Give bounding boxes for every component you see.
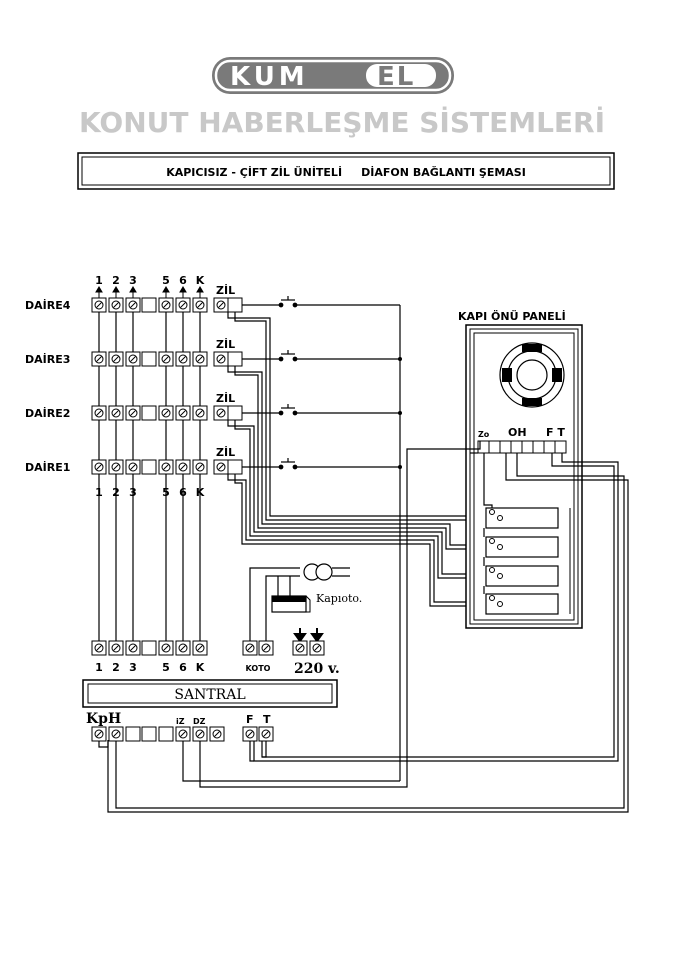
panel-output-wires: [107, 441, 629, 813]
terminal-strip: [91, 297, 208, 313]
apartment-label: DAİRE4: [25, 298, 71, 312]
bell-label: ZİL: [216, 337, 235, 351]
svg-text:3: 3: [129, 486, 137, 499]
svg-text:5: 5: [162, 486, 170, 499]
santral-iz-label: iZ: [176, 717, 185, 726]
svg-text:K: K: [196, 661, 205, 674]
svg-text:5: 5: [162, 661, 170, 674]
bell-wires: [242, 304, 401, 781]
speaker-icon: [499, 342, 565, 408]
santral-output-wires: [98, 740, 408, 788]
diagram-title: KAPICISIZ - ÇİFT ZİL ÜNİTELİ DİAFON BAĞL…: [166, 165, 526, 179]
santral-dz-label: DZ: [193, 717, 206, 726]
push-button-symbols: [278, 296, 298, 470]
power-label: 220 v.: [294, 661, 340, 677]
logo-text-right: EL: [377, 62, 415, 92]
panel-oh-label: OH: [508, 426, 527, 439]
apartment-row-4: DAİRE4 ZİL: [25, 283, 243, 313]
santral-kph-label: KpH: [86, 711, 121, 727]
bell-label: ZİL: [216, 283, 235, 297]
svg-text:3: 3: [129, 274, 137, 287]
svg-text:K: K: [196, 486, 205, 499]
bell-label: ZİL: [216, 445, 235, 459]
svg-text:1: 1: [95, 274, 103, 287]
panel-terminal-strip: [477, 440, 567, 454]
power-arrows: [293, 628, 324, 643]
apartment-row-2: DAİRE2 ZİL: [25, 391, 243, 421]
title-box: [77, 152, 615, 190]
junction-dots: [398, 357, 402, 469]
apartment-label: DAİRE2: [25, 406, 70, 420]
svg-text:6: 6: [179, 274, 187, 287]
bottom-terminal-strip: 1 2 3 5 6 K KOTO 220 v.: [91, 640, 340, 677]
panel-title: KAPI ÖNÜ PANELİ: [458, 309, 566, 323]
svg-text:2: 2: [112, 274, 120, 287]
logo-text-left: KUM: [230, 62, 309, 92]
mid-terminal-labels: 1 2 3 5 6 K: [95, 486, 205, 499]
svg-text:2: 2: [112, 661, 120, 674]
santral-t-label: T: [263, 713, 271, 726]
panel-zo-label: Zo: [478, 430, 490, 439]
door-lock-label: Kapıoto.: [316, 592, 362, 605]
kumel-logo: KUM EL: [212, 57, 454, 94]
svg-text:6: 6: [179, 661, 187, 674]
svg-text:K: K: [196, 274, 205, 287]
terminal-strip: [91, 351, 208, 367]
bell-label: ZİL: [216, 391, 235, 405]
svg-text:3: 3: [129, 661, 137, 674]
santral-f-label: F: [246, 713, 254, 726]
door-lock-assembly: Kapıoto.: [249, 563, 362, 641]
santral-unit: SANTRAL KpH iZ DZ F T: [82, 679, 338, 742]
svg-text:2: 2: [112, 486, 120, 499]
santral-label: SANTRAL: [174, 687, 245, 703]
headline: KONUT HABERLEŞME SİSTEMLERİ: [79, 105, 605, 139]
apartment-label: DAİRE1: [25, 460, 70, 474]
terminal-strip: [91, 405, 208, 421]
svg-text:6: 6: [179, 486, 187, 499]
panel-ft-label: F T: [546, 426, 565, 439]
apartment-label: DAİRE3: [25, 352, 70, 366]
power-terminals: [292, 640, 325, 656]
santral-terminal-strip: [91, 726, 274, 742]
svg-text:5: 5: [162, 274, 170, 287]
apartment-row-3: DAİRE3 ZİL: [25, 337, 243, 367]
koto-terminals: [242, 640, 274, 656]
svg-text:1: 1: [95, 486, 103, 499]
svg-text:1: 1: [95, 661, 103, 674]
apartment-row-1: DAİRE1 ZİL: [25, 445, 243, 475]
top-terminal-labels: 1 2 3 5 6 K: [95, 274, 205, 298]
bell-to-panel-wires: [227, 312, 486, 607]
terminal-strip: [91, 459, 208, 475]
panel-call-buttons: [485, 507, 559, 615]
koto-label: KOTO: [246, 664, 271, 673]
door-panel: KAPI ÖNÜ PANELİ Zo OH F T: [458, 309, 583, 629]
